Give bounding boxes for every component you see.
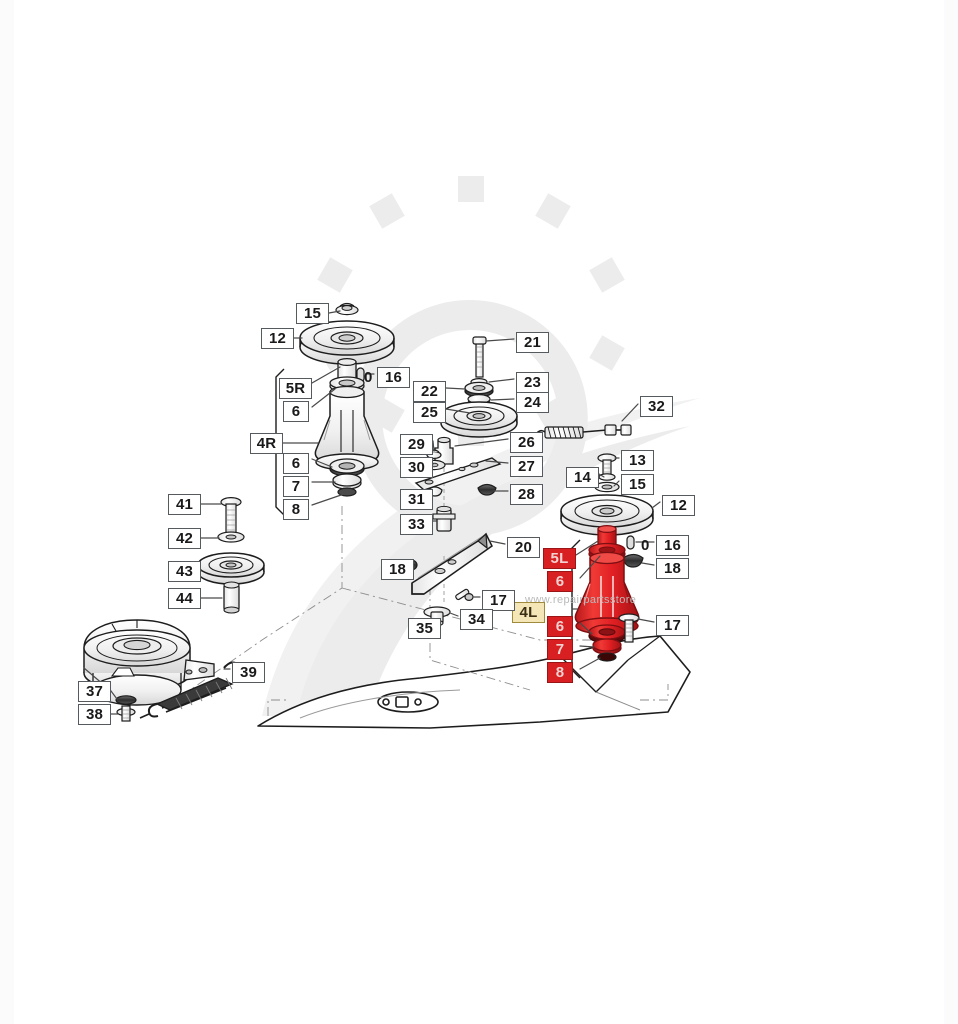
callout-17-c17b[interactable]: 17 xyxy=(656,615,689,636)
part-25-idler-pulley xyxy=(440,401,518,438)
watermark-url: www.repairpartsstore xyxy=(525,594,637,606)
part-16-key-left xyxy=(626,535,635,550)
part-12-pulley-right xyxy=(299,320,395,365)
page-edge-tint-left xyxy=(0,0,14,1024)
part-41-bolt xyxy=(220,497,242,537)
part-20-main-blade xyxy=(411,532,493,595)
callout-6-c6a[interactable]: 6 xyxy=(283,401,309,422)
callout-8-c8b[interactable]: 8 xyxy=(547,662,573,683)
callout-25-c25[interactable]: 25 xyxy=(413,402,446,423)
part-7-seal-left xyxy=(592,638,622,655)
part-13-bolt-left xyxy=(597,453,617,475)
part-17-bolt-left xyxy=(618,613,640,643)
callout-15-c15a[interactable]: 15 xyxy=(296,303,329,324)
callout-15-c15b[interactable]: 15 xyxy=(621,474,654,495)
part-4R-spindle-housing xyxy=(314,385,380,471)
part-7-seal-right xyxy=(332,473,362,490)
part-26-blade-hub xyxy=(434,436,454,465)
part-15-washer-right xyxy=(335,302,359,316)
callout-21-c21[interactable]: 21 xyxy=(516,332,549,353)
callout-12-c12a[interactable]: 12 xyxy=(261,328,294,349)
callout-16-c16a[interactable]: 16 xyxy=(377,367,410,388)
part-21-bolt xyxy=(472,336,487,378)
part-44-spacer xyxy=(223,581,240,614)
part-33-spacer-sleeve xyxy=(432,505,456,532)
callout-8-c8a[interactable]: 8 xyxy=(283,499,309,520)
part-37-washer-clutch xyxy=(115,695,137,705)
callout-41-c41[interactable]: 41 xyxy=(168,494,201,515)
right-spindle-assembly xyxy=(299,302,395,497)
part-42-washer xyxy=(217,531,245,543)
leader-lines xyxy=(83,310,661,715)
callout-13-c13[interactable]: 13 xyxy=(621,450,654,471)
callout-30-c30[interactable]: 30 xyxy=(400,457,433,478)
idler-pulley-assembly xyxy=(440,336,518,438)
callout-18-c18a[interactable]: 18 xyxy=(381,559,414,580)
part-17-screw-blade xyxy=(455,588,474,601)
loose-number-0-n0b: 0 xyxy=(641,537,650,554)
callout-39-c39[interactable]: 39 xyxy=(232,662,265,683)
callout-18-c18b[interactable]: 18 xyxy=(656,558,689,579)
left-spindle-assembly-highlighted xyxy=(574,524,644,662)
callout-28-c28[interactable]: 28 xyxy=(510,484,543,505)
callout-24-c24[interactable]: 24 xyxy=(516,392,549,413)
callout-6-c6d[interactable]: 6 xyxy=(547,616,573,637)
part-27-blade-small xyxy=(414,457,502,491)
callout-38-c38[interactable]: 38 xyxy=(78,704,111,725)
part-43-pulley xyxy=(197,552,265,585)
callout-6-c6b[interactable]: 6 xyxy=(283,453,309,474)
callout-6-c6c[interactable]: 6 xyxy=(547,571,573,592)
callout-17-c17a[interactable]: 17 xyxy=(482,590,515,611)
callout-22-c22[interactable]: 22 xyxy=(413,381,446,402)
mower-deck-outline xyxy=(257,635,691,729)
part-22-bearing xyxy=(464,381,494,398)
callout-16-c16b[interactable]: 16 xyxy=(656,535,689,556)
callout-12-c12b[interactable]: 12 xyxy=(662,495,695,516)
part-18-nut-left xyxy=(622,553,644,568)
part-38-bolt-clutch xyxy=(116,705,136,722)
callout-33-c33[interactable]: 33 xyxy=(400,514,433,535)
callout-42-c42[interactable]: 42 xyxy=(168,528,201,549)
blade-hardware-group xyxy=(414,436,502,532)
callout-34-c34[interactable]: 34 xyxy=(460,609,493,630)
callout-29-c29[interactable]: 29 xyxy=(400,434,433,455)
callout-27-c27[interactable]: 27 xyxy=(510,456,543,477)
callout-44-c44[interactable]: 44 xyxy=(168,588,201,609)
part-14-washer-left xyxy=(598,473,616,481)
callout-7-c7b[interactable]: 7 xyxy=(547,639,573,660)
callout-23-c23[interactable]: 23 xyxy=(516,372,549,393)
page-edge-tint-right xyxy=(944,0,958,1024)
part-6-bearing-lower-right xyxy=(329,458,365,477)
electric-clutch-assembly xyxy=(83,497,265,722)
callout-35-c35[interactable]: 35 xyxy=(408,618,441,639)
callout-43-c43[interactable]: 43 xyxy=(168,561,201,582)
part-12-pulley-left xyxy=(560,494,654,536)
part-6-bearing-lower-left xyxy=(588,624,626,644)
callout-4L-c4L[interactable]: 4L xyxy=(512,602,545,623)
callout-5L-c5L[interactable]: 5L xyxy=(543,548,576,569)
callout-26-c26[interactable]: 26 xyxy=(510,432,543,453)
callout-7-c7a[interactable]: 7 xyxy=(283,476,309,497)
callout-32-c32[interactable]: 32 xyxy=(640,396,673,417)
part-36-electric-clutch xyxy=(83,619,215,706)
callout-5R-c5R[interactable]: 5R xyxy=(279,378,312,399)
callout-14-c14[interactable]: 14 xyxy=(566,467,599,488)
callout-37-c37[interactable]: 37 xyxy=(78,681,111,702)
callout-31-c31[interactable]: 31 xyxy=(400,489,433,510)
left-spindle-top-group xyxy=(560,453,654,536)
callout-4R-c4R[interactable]: 4R xyxy=(250,433,283,454)
part-8-circlip-left xyxy=(597,652,617,662)
loose-number-0-n0a: 0 xyxy=(364,369,373,386)
callout-20-c20[interactable]: 20 xyxy=(507,537,540,558)
part-28-nut xyxy=(477,483,497,496)
